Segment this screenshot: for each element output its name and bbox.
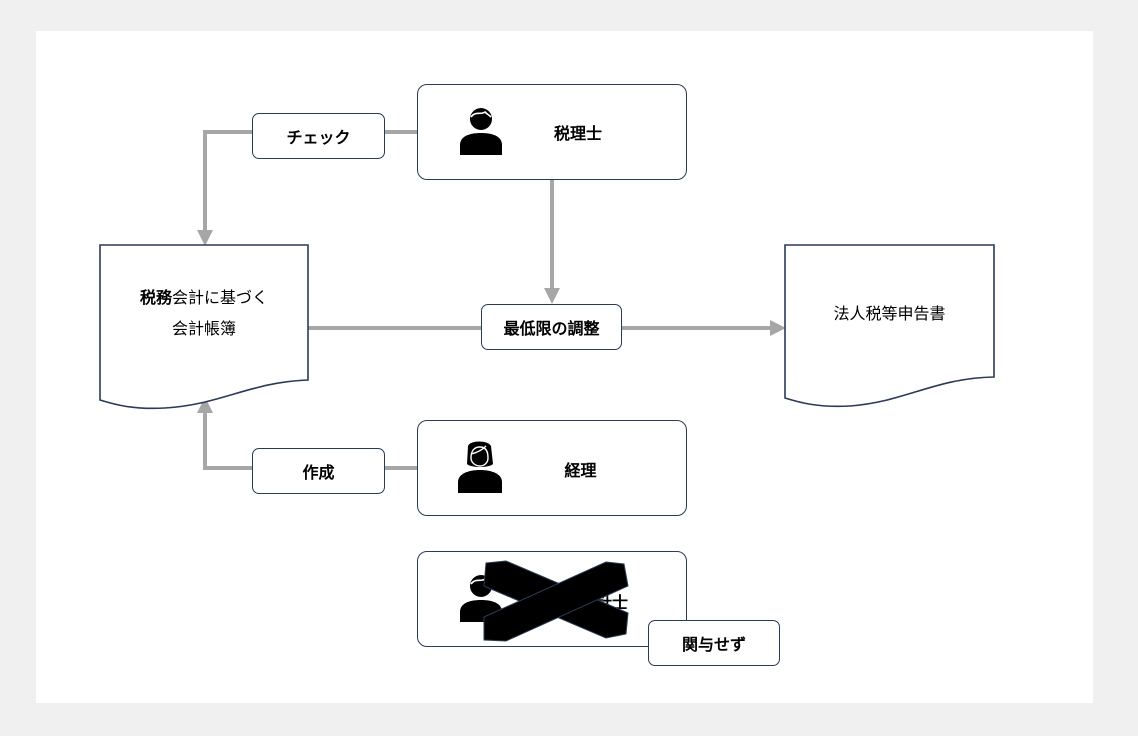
accounting-staff-label: 経理 [564, 461, 597, 480]
tax-accountant-label: 税理士 [553, 124, 602, 143]
tax-return-document-shape [784, 244, 995, 408]
cpa-excluded-box[interactable]: 計士 [417, 551, 687, 647]
create-action-tag[interactable]: 作成 [252, 448, 385, 494]
books-label-bold: 税務 [139, 288, 172, 307]
books-document-label-line2: 会計帳簿 [171, 319, 236, 338]
not-involved-tag[interactable]: 関与せず [648, 620, 780, 666]
not-involved-label: 関与せず [681, 635, 746, 654]
person-male-icon [460, 108, 502, 155]
books-label-rest: 会計に基づく [172, 288, 269, 307]
adjust-action-label: 最低限の調整 [503, 319, 600, 338]
check-action-label: チェック [286, 128, 351, 147]
tax-accountant-box[interactable]: 税理士 [417, 84, 687, 180]
create-action-label: 作成 [302, 463, 335, 482]
person-female-icon [458, 441, 502, 493]
books-document-shape [99, 244, 309, 410]
adjust-action-tag[interactable]: 最低限の調整 [481, 304, 622, 350]
books-document-label[interactable]: 税務会計に基づく [100, 285, 308, 307]
cpa-label: 計士 [595, 593, 628, 612]
accounting-staff-box[interactable]: 経理 [417, 420, 687, 516]
check-action-tag[interactable]: チェック [252, 113, 385, 159]
person-male-icon [460, 575, 502, 622]
tax-return-document-label[interactable]: 法人税等申告書 [833, 304, 946, 323]
